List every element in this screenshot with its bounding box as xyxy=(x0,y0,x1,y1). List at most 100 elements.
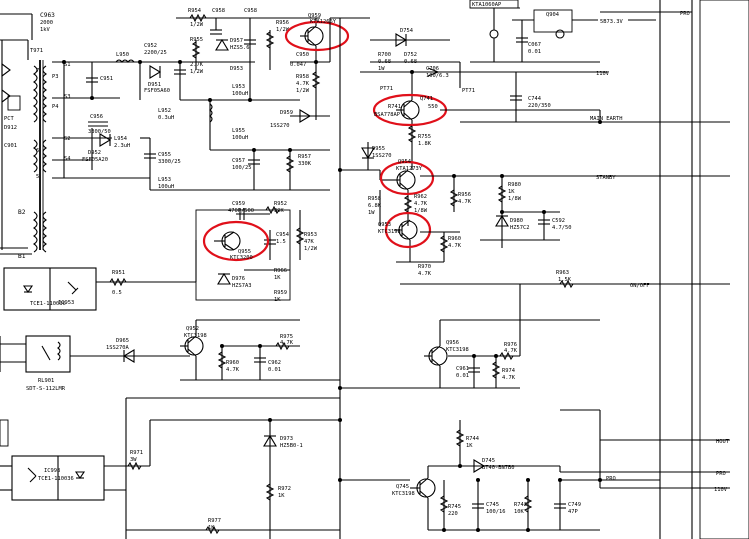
ic998-optocoupler: IC998 TCE1-110036 R971 3W R977 1K xyxy=(0,420,340,535)
rl901-part: SDT-S-112LMR xyxy=(26,386,66,392)
d965-ref: D965 xyxy=(116,338,129,344)
r966-value: 1K xyxy=(274,275,281,281)
r956b-ref: R956 xyxy=(458,192,471,198)
c745-ref: C745 xyxy=(486,502,499,508)
r966-ref: R966 xyxy=(274,268,287,274)
r952-ref: R952 xyxy=(274,201,287,207)
r972-value: 1K xyxy=(278,493,285,499)
c962-value: 0.01 xyxy=(268,367,281,373)
r960b-ref: R960 xyxy=(448,236,461,242)
th71-ref: PT71 xyxy=(462,88,475,94)
c950-ref: C950 xyxy=(296,52,309,58)
r963-ref: R963 xyxy=(556,270,569,276)
r957-value: 330K xyxy=(298,161,312,167)
d952-part: FSF05A20 xyxy=(82,157,108,163)
r958-c950: R958 4.7K 1/2W 0.047 D959 1SS270 xyxy=(270,18,341,539)
c744-ref: C744 xyxy=(528,96,541,102)
side-p3: P3 xyxy=(52,74,59,80)
r953-rating: 1/2W xyxy=(304,246,318,252)
r951-ref: R951 xyxy=(112,270,125,276)
net-110v-b: 110V xyxy=(714,487,728,493)
d752-ref: D752 xyxy=(404,52,417,58)
q954-transistor[interactable]: Q954 KTA1273Y xyxy=(379,159,435,226)
d957-part: HZS5.6 xyxy=(230,45,249,51)
filter-c951-l951: C951 L950 C956 3300/50 xyxy=(86,52,135,135)
top-right-rails: KTA1060AP Q904 C067 0.01 5B73.3V PRO xyxy=(330,0,693,539)
q953-ref: Q953 xyxy=(378,222,391,228)
r975-ref: R975 xyxy=(280,334,293,340)
ic953-optocoupler: IC953 TCE1-110036 R951 0.5 xyxy=(3,240,197,311)
q953-highlight xyxy=(384,211,432,249)
c067-value: 0.01 xyxy=(528,49,541,55)
d965-part: 1SS270A xyxy=(106,345,129,351)
r958-value: 4.7K xyxy=(296,81,310,87)
q956-ref: Q956 xyxy=(446,340,459,346)
c963-value: 2000 xyxy=(40,20,53,26)
right-connector xyxy=(692,0,749,539)
d754-network: D754 R700 0.68 1W D752 0.68 C706 100/6.3… xyxy=(360,28,610,94)
pct-ref: PCT xyxy=(4,116,14,122)
q954-part: KTA1273Y xyxy=(396,166,423,172)
l955-value: 100uH xyxy=(232,135,248,141)
q955-block: C959 470P/500 R952 39K C954 1.5 R953 47K… xyxy=(195,201,318,303)
q953-transistor[interactable]: Q953 KTC3198 R960 4.7K R970 4.7K xyxy=(378,211,462,277)
q954-ref: Q954 xyxy=(398,159,411,165)
c961-ref: C961 xyxy=(456,366,469,372)
d952-ref: D952 xyxy=(88,150,101,156)
q952-part: KTC3198 xyxy=(184,333,207,339)
r976-ref: R976 xyxy=(504,342,517,348)
r741-ref: R741 xyxy=(388,104,401,110)
q956-part: KTC3198 xyxy=(446,347,469,353)
net-stanby: STANBY xyxy=(596,175,616,181)
c962-ref: C962 xyxy=(268,360,281,366)
net-hout: HOUT xyxy=(716,439,730,445)
top-regulator: R954 1/2W C958 R955 2.7K 1/2W D957 HZS5.… xyxy=(176,8,320,100)
q952-transistor[interactable]: Q952 KTC3198 xyxy=(180,326,207,357)
r959-ref: R959 xyxy=(274,290,287,296)
c956-ref: C956 xyxy=(90,114,103,120)
c959-ref: C959 xyxy=(232,201,245,207)
d959-ref: D959 xyxy=(280,110,293,116)
c950-value: 0.047 xyxy=(290,62,306,68)
c952-value: 2200/25 xyxy=(144,50,167,56)
r970-value: 4.7K xyxy=(418,271,432,277)
r954-ref: R954 xyxy=(188,8,201,14)
r962-value: 4.7K xyxy=(414,201,428,207)
q959-transistor[interactable]: Q959 KTA1266Y C950 xyxy=(284,13,350,62)
q955-transistor[interactable]: Q955 KTC3200 xyxy=(202,220,270,262)
net-on-off: ON/OFF xyxy=(630,283,649,289)
c958-ref: C958 xyxy=(212,8,225,14)
l953b-ref: L953 xyxy=(232,84,245,90)
q955-ref: Q955 xyxy=(238,249,251,255)
ic953-ref: IC953 xyxy=(58,300,74,306)
d951-part: FSF05A60 xyxy=(144,88,170,94)
r958b-value: 6.8K xyxy=(368,203,382,209)
r955-value: 2.7K xyxy=(190,62,204,68)
q956-transistor[interactable]: Q956 KTC3198 xyxy=(424,340,469,367)
r976-value: 4.7K xyxy=(504,348,518,354)
c749-ref: C749 xyxy=(568,502,581,508)
r962-r958b: R962 4.7K 1/8W R958 6.8K 1W STANBY R956 … xyxy=(368,175,730,226)
rectifier-d952: L954 2.3uH D952 FSF05A20 C955 3300/25 L9… xyxy=(82,133,330,191)
junction-dots xyxy=(62,60,602,532)
l952-ref: L952 xyxy=(158,108,171,114)
c955-ref: C955 xyxy=(158,152,171,158)
r700-value: 0.68 xyxy=(378,59,391,65)
r970-ref: R970 xyxy=(418,264,431,270)
r744-value: 1K xyxy=(466,443,473,449)
c954-ref: C954 xyxy=(276,232,289,238)
q955-highlight xyxy=(202,220,270,262)
q959-highlight xyxy=(284,20,350,52)
r953-ref: R953 xyxy=(304,232,317,238)
r955-ref: R955 xyxy=(190,37,203,43)
q952-ref: Q952 xyxy=(186,326,199,332)
r953-value: 47K xyxy=(304,239,314,245)
d955-diode: D955 1SS270 xyxy=(340,142,391,171)
r745-value: 220 xyxy=(448,511,458,517)
ic-top-part: KTA1060AP xyxy=(472,2,501,8)
c706-value: 100/6.3 xyxy=(426,73,449,79)
q953-part: KTC3198 xyxy=(378,229,401,235)
q745-ref: Q745 xyxy=(396,484,409,490)
r977-ref: R977 xyxy=(208,518,221,524)
right-outputs: HOUT PRO 110V xyxy=(560,409,730,493)
